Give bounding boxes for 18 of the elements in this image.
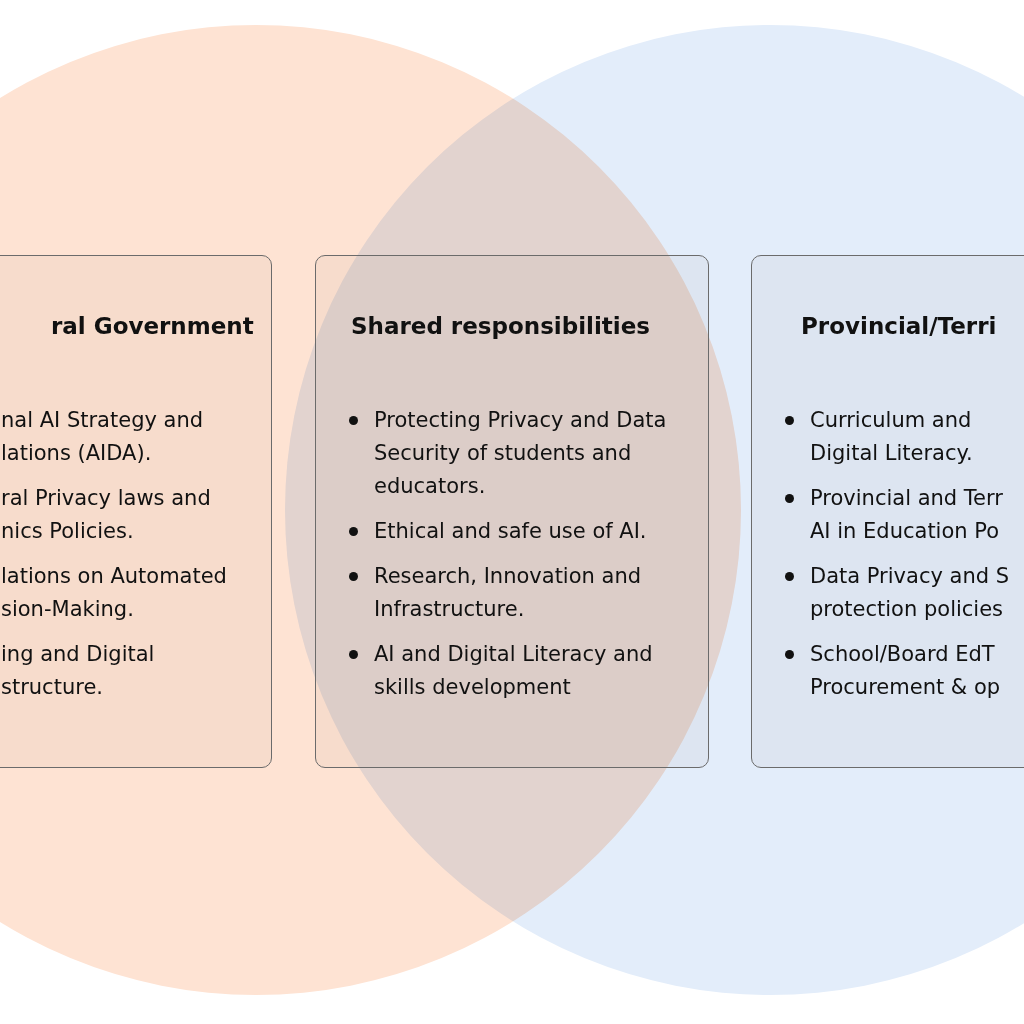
card-heading: Provincial/Terri — [801, 312, 997, 341]
card-heading: Shared responsibilities — [351, 312, 650, 341]
bullet-text: ral Privacy laws and nics Policies. — [1, 485, 212, 545]
category-card — [315, 255, 709, 768]
bullet-text: lations on Automated sion-Making. — [1, 563, 228, 623]
bullet-text: Provincial and Terr AI in Education Po — [810, 485, 1004, 545]
bullet-text: School/Board EdT Procurement & op — [810, 641, 1002, 701]
bullet-text: Curriculum and Digital Literacy. — [810, 407, 974, 467]
bullet-text: nal AI Strategy and lations (AIDA). — [1, 407, 205, 467]
bullet-text: Ethical and safe use of AI. — [374, 518, 647, 545]
card-heading: ral Government — [51, 312, 254, 341]
bullet-text: Research, Innovation and Infrastructure. — [374, 563, 643, 623]
bullet-text: Protecting Privacy and Data Security of students and educators. — [374, 407, 668, 500]
bullet-text: ing and Digital structure. — [1, 641, 156, 701]
bullet-text: AI and Digital Literacy and skills development — [374, 641, 654, 701]
category-card — [751, 255, 1024, 768]
bullet-text: Data Privacy and S protection policies — [810, 563, 1011, 623]
category-card — [0, 255, 272, 768]
